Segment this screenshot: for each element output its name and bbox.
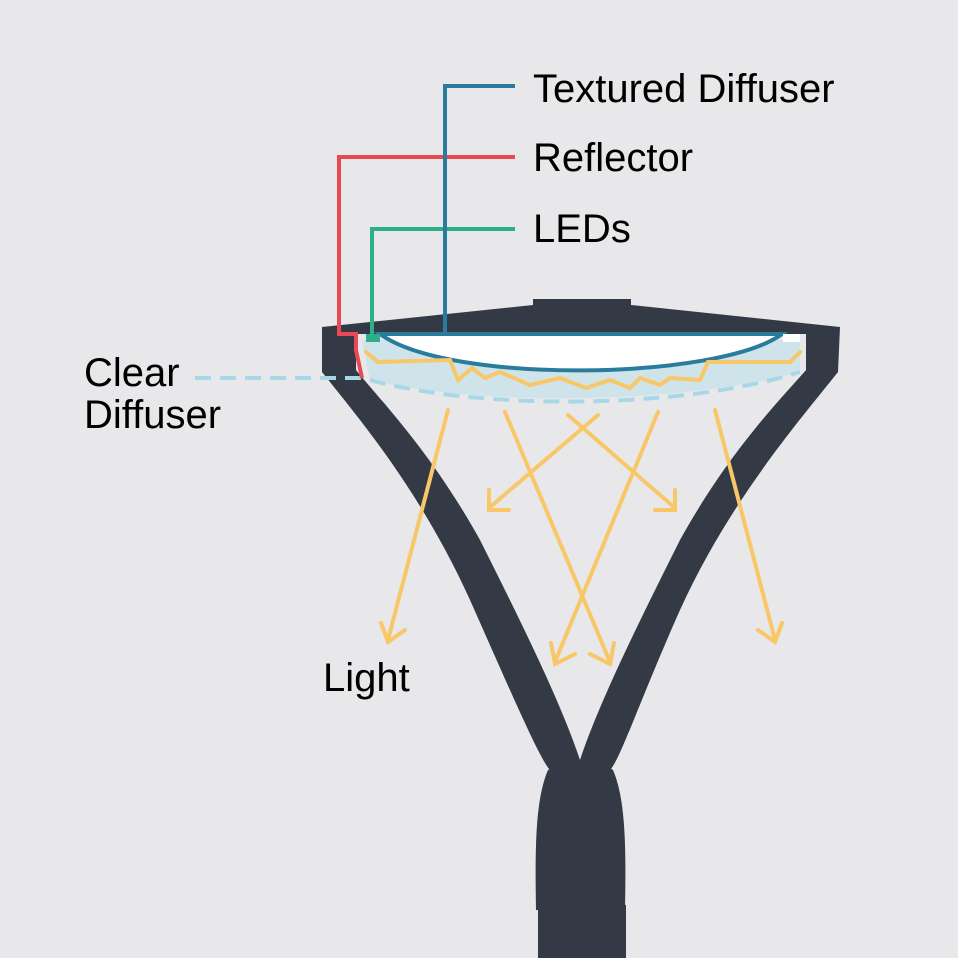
lamp-pole [535,762,626,910]
lamp-arm-left [322,370,580,783]
arrow-icon [653,488,677,512]
reflector-leader [337,155,515,379]
ray [566,413,677,510]
ray [553,410,660,664]
lamp-pole-base [538,905,626,958]
led-strip-right [783,334,800,342]
ray [713,408,777,642]
leds-leader [370,227,515,340]
label-leds: LEDs [533,207,631,251]
ray-zigzag [364,350,802,391]
textured-diffuser-leader [443,84,515,334]
arrow-icon [549,641,577,667]
label-reflector: Reflector [533,136,693,180]
ray [503,410,612,664]
arrow-icon [379,621,407,646]
textured-diffuser [373,332,789,373]
arrow-icon [588,641,616,667]
label-clear-diffuser-line1: Clear [84,351,180,395]
arrow-icon [487,488,511,512]
light-rays [364,350,802,664]
label-clear-diffuser-line2: Diffuser [84,393,221,437]
lamp-arm-right [580,370,838,783]
arrow-icon [379,488,784,667]
ray [487,413,600,510]
arrow-icon [756,621,784,646]
label-light: Light [323,656,410,700]
lamp-hood [322,305,840,384]
label-textured-diffuser: Textured Diffuser [533,67,835,111]
clear-diffuser-line [369,370,801,404]
ray [386,408,450,642]
led-marker [366,334,380,342]
lamp-body [322,299,840,958]
